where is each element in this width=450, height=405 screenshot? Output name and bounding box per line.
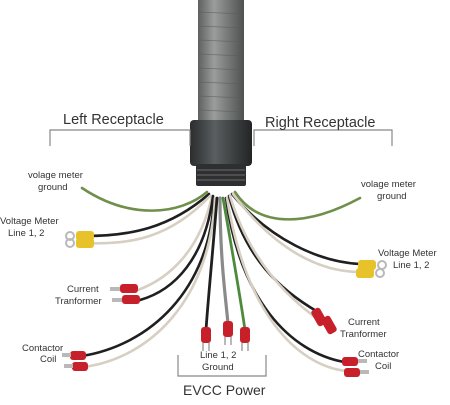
left-receptacle-title: Left Receptacle bbox=[63, 112, 164, 128]
right-meter-terminals bbox=[356, 260, 387, 278]
left-meter-label-2: Line 1, 2 bbox=[8, 228, 44, 239]
right-ground-label-2: ground bbox=[377, 191, 407, 202]
right-ground-label-1: volage meter bbox=[361, 179, 416, 190]
evcc-power-bracket bbox=[177, 355, 267, 377]
wire-bundle bbox=[80, 186, 362, 373]
right-coil-terminals bbox=[342, 357, 369, 377]
right-ct-label-2: Tranformer bbox=[340, 329, 387, 340]
left-ct-label-1: Current bbox=[67, 284, 99, 295]
right-coil-label-1: Contactor bbox=[358, 349, 399, 360]
left-receptacle-bracket bbox=[49, 129, 191, 146]
left-ct-label-2: Tranformer bbox=[55, 296, 102, 307]
conduit bbox=[197, 0, 245, 128]
right-coil-label-2: Coil bbox=[375, 361, 391, 372]
left-ground-label-1: volage meter bbox=[28, 170, 83, 181]
left-meter-terminals bbox=[65, 231, 94, 248]
left-coil-label-2: Coil bbox=[40, 354, 56, 365]
right-meter-label-2: Line 1, 2 bbox=[393, 260, 429, 271]
right-ct-label-1: Current bbox=[348, 317, 380, 328]
right-receptacle-title: Right Receptacle bbox=[265, 115, 375, 131]
center-label-1: Line 1, 2 bbox=[200, 350, 236, 361]
right-meter-label-1: Voltage Meter bbox=[378, 248, 437, 259]
left-ground-label-2: ground bbox=[38, 182, 68, 193]
terminals bbox=[62, 231, 387, 377]
conduit-fitting bbox=[190, 120, 252, 186]
left-ct-terminals bbox=[110, 284, 140, 304]
group-brackets bbox=[49, 129, 393, 377]
center-terminals bbox=[201, 321, 250, 351]
right-receptacle-bracket bbox=[253, 129, 393, 146]
left-meter-label-1: Voltage Meter bbox=[0, 216, 59, 227]
left-coil-terminals bbox=[62, 351, 88, 371]
right-ct-terminals bbox=[311, 307, 337, 335]
center-label-2: Ground bbox=[202, 362, 234, 373]
evcc-power-title: EVCC Power bbox=[183, 382, 266, 398]
left-coil-label-1: Contactor bbox=[22, 343, 63, 354]
